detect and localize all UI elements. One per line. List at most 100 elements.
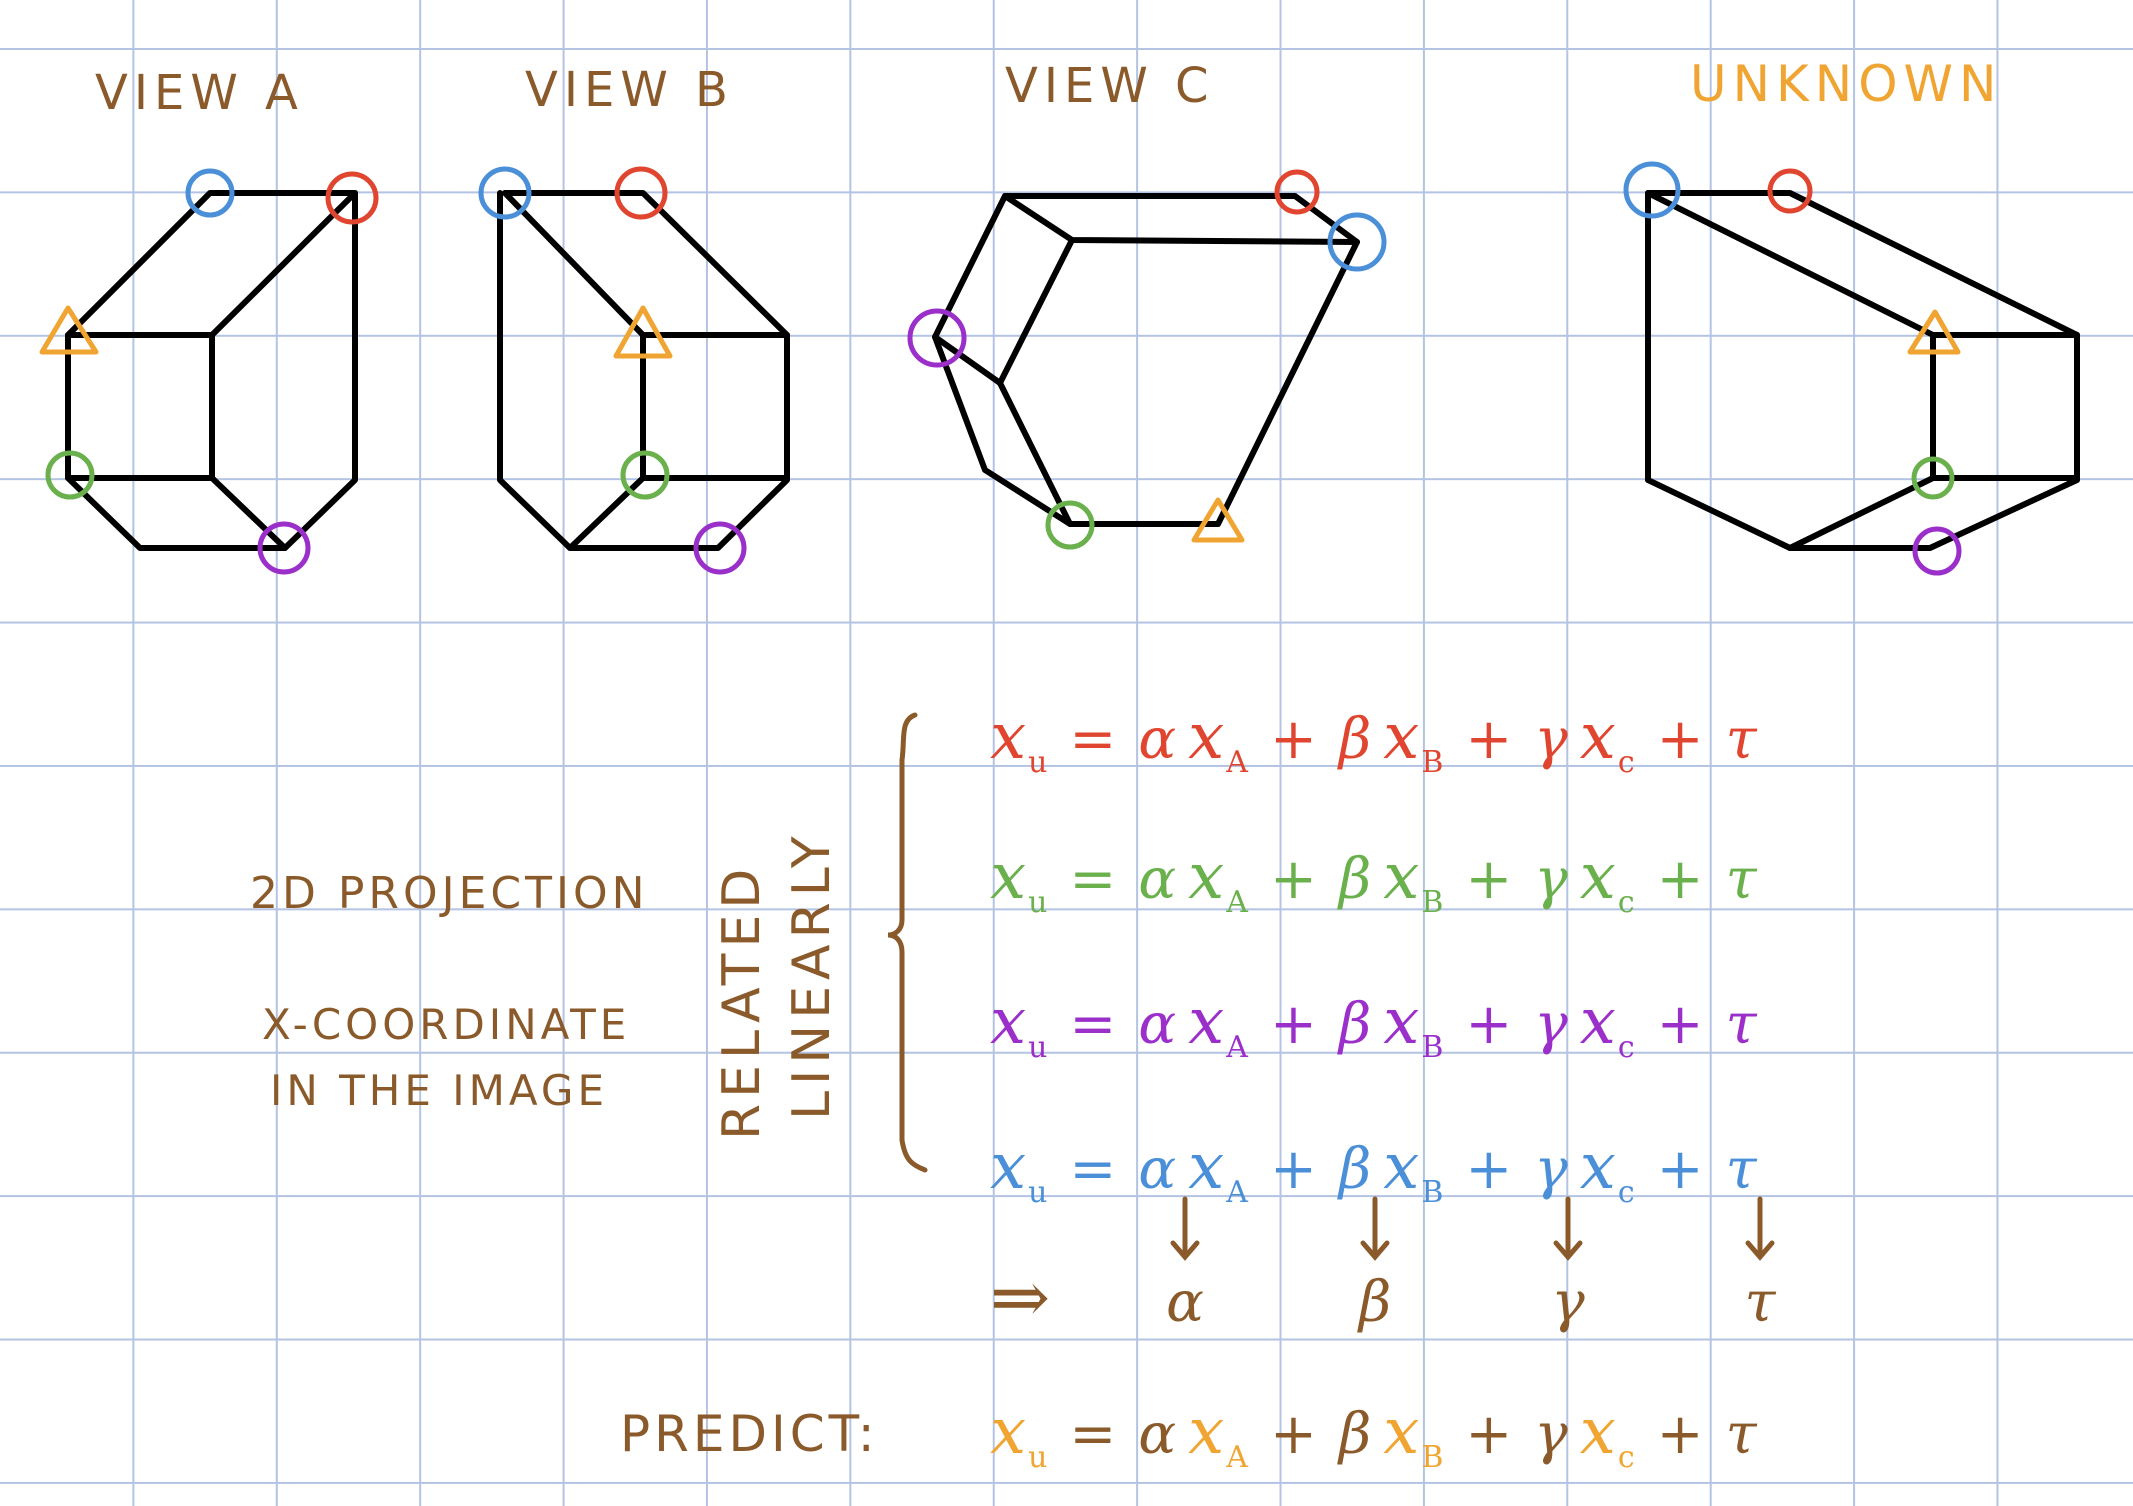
predict-beta: β: [1338, 1402, 1372, 1467]
view-c-blue-marker: [1327, 212, 1387, 272]
view-c-wireframe: [932, 193, 1360, 527]
view-a-label: VIEW A: [95, 65, 304, 121]
predict-alpha: α: [1138, 1402, 1177, 1467]
gamma-result: γ: [1551, 1270, 1585, 1335]
view-b-red-marker: [614, 166, 668, 220]
equals-sign: =: [1069, 1137, 1117, 1202]
alpha-result: α: [1166, 1270, 1204, 1335]
predict-plus-2: +: [1465, 1402, 1513, 1467]
plus-sign: +: [1656, 992, 1704, 1057]
view-b-label: VIEW B: [525, 62, 734, 118]
unknown-red-marker: [1767, 168, 1813, 214]
tau-symbol: τ: [1725, 992, 1757, 1057]
view-b-green-marker: [620, 450, 670, 500]
beta-symbol: β: [1338, 707, 1372, 772]
alpha-symbol: α: [1138, 847, 1177, 912]
view-c-red-marker: [1274, 169, 1320, 215]
projection-note: 2D PROJECTION: [250, 868, 649, 919]
alpha-symbol: α: [1138, 992, 1177, 1057]
predict-plus-1: +: [1269, 1402, 1317, 1467]
tau-symbol: τ: [1725, 847, 1757, 912]
view-c-purple-marker: [907, 308, 967, 368]
alpha-symbol: α: [1138, 1137, 1177, 1202]
view-a-wireframe: [65, 190, 358, 551]
coordinate-note-line-2: IN THE IMAGE: [270, 1066, 608, 1115]
beta-result: β: [1358, 1270, 1392, 1335]
alpha-down-arrow: [1165, 1195, 1205, 1275]
plus-sign: +: [1269, 707, 1317, 772]
gamma-symbol: γ: [1534, 1137, 1568, 1202]
plus-sign: +: [1656, 1137, 1704, 1202]
predict-label: PREDICT:: [620, 1405, 879, 1463]
predict-equals: =: [1069, 1402, 1117, 1467]
predict-plus-3: +: [1656, 1402, 1704, 1467]
plus-sign: +: [1465, 992, 1513, 1057]
beta-down-arrow: [1355, 1195, 1395, 1275]
unknown-purple-marker: [1912, 526, 1962, 576]
view-b-orange-marker: [613, 305, 673, 359]
tau-symbol: τ: [1725, 1137, 1757, 1202]
view-a-blue-marker: [185, 168, 235, 218]
plus-sign: +: [1465, 1137, 1513, 1202]
beta-symbol: β: [1338, 847, 1372, 912]
unknown-orange-marker: [1907, 309, 1961, 355]
beta-symbol: β: [1338, 1137, 1372, 1202]
gamma-symbol: γ: [1534, 847, 1568, 912]
view-a-orange-marker: [39, 305, 99, 355]
view-a-purple-marker: [257, 521, 311, 575]
unknown-green-marker: [1911, 456, 1955, 500]
equals-sign: =: [1069, 992, 1117, 1057]
view-c-green-marker: [1045, 500, 1095, 550]
plus-sign: +: [1656, 847, 1704, 912]
coordinate-note-line-1: X-COORDINATE: [262, 1000, 631, 1049]
curly-brace: [887, 712, 928, 1173]
view-a-green-marker: [45, 450, 95, 500]
unknown-wireframe: [1645, 190, 2080, 551]
view-b-purple-marker: [693, 521, 747, 575]
plus-sign: +: [1269, 1137, 1317, 1202]
equals-sign: =: [1069, 707, 1117, 772]
predict-gamma: γ: [1534, 1402, 1568, 1467]
tau-down-arrow: [1740, 1195, 1780, 1275]
plus-sign: +: [1656, 707, 1704, 772]
equals-sign: =: [1069, 847, 1117, 912]
view-c-label: VIEW C: [1005, 58, 1215, 114]
predict-tau: τ: [1725, 1402, 1757, 1467]
plus-sign: +: [1269, 992, 1317, 1057]
linearly-label: LINEARLY: [782, 830, 842, 1120]
gamma-symbol: γ: [1534, 992, 1568, 1057]
unknown-blue-marker: [1623, 161, 1681, 219]
tau-symbol: τ: [1725, 707, 1757, 772]
tau-result: τ: [1744, 1270, 1776, 1335]
unknown-view-label: UNKNOWN: [1690, 55, 2003, 113]
view-a-red-marker: [325, 171, 379, 225]
related-label: RELATED: [712, 862, 772, 1140]
plus-sign: +: [1465, 847, 1513, 912]
beta-symbol: β: [1338, 992, 1372, 1057]
